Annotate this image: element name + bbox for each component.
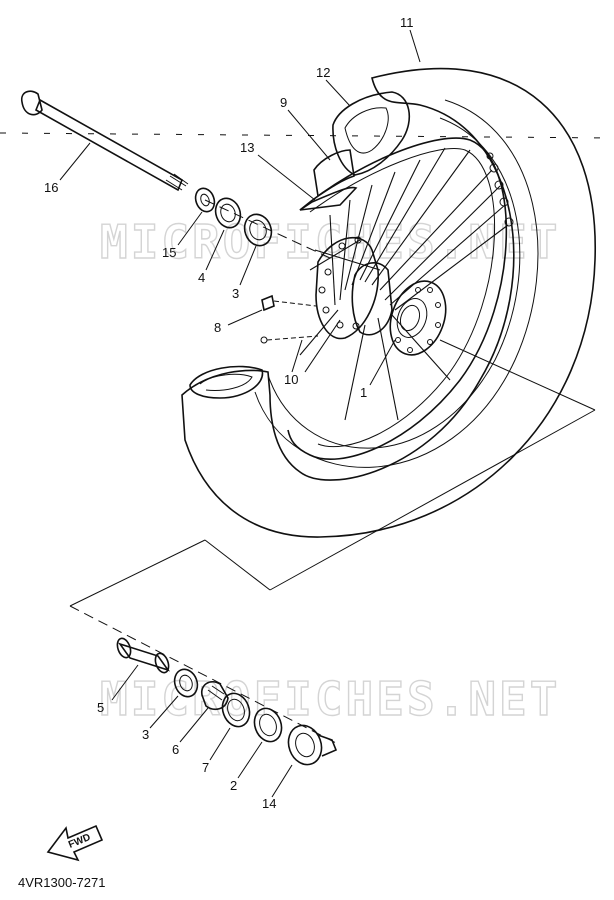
collar-15	[194, 187, 216, 213]
leader-lines	[59, 29, 421, 798]
callout-14: 14	[262, 796, 276, 811]
collar-5	[116, 637, 171, 674]
gear-unit-7	[221, 692, 251, 728]
bearing-3-lower	[173, 668, 199, 698]
tube	[332, 91, 410, 176]
axle-line-lower	[69, 605, 341, 746]
tire	[181, 67, 596, 538]
assembly-line-short	[204, 539, 271, 591]
forward-arrow-icon: FWD	[46, 824, 104, 862]
hub	[315, 236, 447, 356]
callout-11: 11	[400, 15, 414, 30]
callout-13: 13	[240, 140, 254, 155]
callout-10: 10	[284, 372, 298, 387]
callout-7: 7	[202, 760, 209, 775]
spoke-set	[299, 147, 509, 421]
callout-5: 5	[97, 700, 104, 715]
callout-2: 2	[230, 778, 237, 793]
axle-line-right	[439, 339, 596, 411]
meter-gear-unit-14	[287, 724, 338, 766]
assembly-line-left	[69, 539, 206, 607]
callout-12: 12	[316, 65, 330, 80]
bolt-8	[260, 294, 319, 344]
callout-6: 6	[172, 742, 179, 757]
drawing-code: 4VR1300-7271	[18, 875, 105, 890]
callout-4: 4	[198, 270, 205, 285]
assembly-line-diagonal	[269, 409, 596, 591]
callout-15: 15	[162, 245, 176, 260]
callout-3-lower: 3	[142, 727, 149, 742]
oil-seal-2	[253, 707, 283, 743]
rim	[287, 137, 514, 460]
watermark-top: MICROFICHES.NET	[100, 215, 560, 269]
callout-1: 1	[360, 385, 367, 400]
axis-centerline	[0, 132, 614, 139]
bearing-3-upper	[243, 213, 273, 247]
forward-label: FWD	[67, 832, 92, 851]
callout-16: 16	[44, 180, 58, 195]
oil-seal-4	[214, 197, 242, 229]
callout-8: 8	[214, 320, 221, 335]
callout-3-upper: 3	[232, 286, 239, 301]
watermark-bottom: MICROFICHES.NET	[100, 672, 560, 726]
callout-9: 9	[280, 95, 287, 110]
clutch-retainer-6	[200, 680, 229, 711]
rim-band	[313, 149, 355, 198]
wheel-axle	[20, 90, 189, 192]
axle-line-upper	[204, 199, 331, 259]
